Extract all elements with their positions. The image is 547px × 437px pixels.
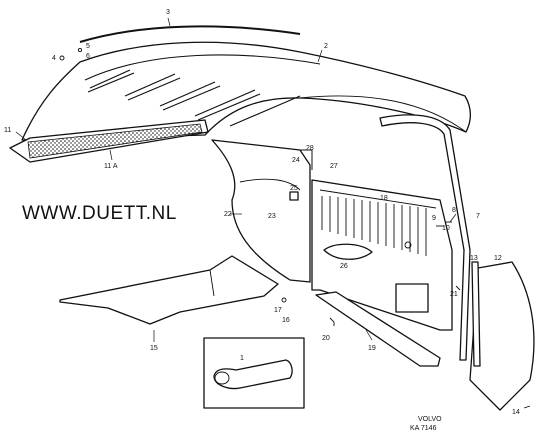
callout-7: 7 xyxy=(476,213,480,220)
leader-11 xyxy=(15,131,27,141)
callout-8: 8 xyxy=(452,207,456,214)
callout-5: 5 xyxy=(86,43,90,50)
door-handle xyxy=(404,241,412,249)
callout-3: 3 xyxy=(166,9,170,16)
callout-20: 20 xyxy=(322,335,330,342)
side-quarter-panel xyxy=(211,139,311,283)
callout-13: 13 xyxy=(470,255,478,262)
callout-11: 11 xyxy=(4,127,11,134)
leader-2 xyxy=(317,49,323,63)
callout-17: 17 xyxy=(274,307,282,314)
callout-14: 14 xyxy=(512,409,520,416)
callout-15: 15 xyxy=(150,345,158,352)
callout-18: 18 xyxy=(380,195,388,202)
door-pocket xyxy=(395,283,429,313)
screw-17 xyxy=(281,297,287,303)
clip-4 xyxy=(59,55,65,61)
clip-21 xyxy=(455,285,461,291)
callout-9: 9 xyxy=(432,215,436,222)
clip-20 xyxy=(329,317,335,326)
maker-label: VOLVO xyxy=(418,416,442,423)
callout-1: 1 xyxy=(240,355,244,362)
screw-5 xyxy=(77,47,83,53)
door-sill-strip xyxy=(315,291,441,367)
leader-11a xyxy=(109,149,113,161)
roof-trim-strip xyxy=(79,25,301,43)
watermark-text: WWW.DUETT.NL xyxy=(22,203,177,224)
door-frame-seal xyxy=(379,114,471,361)
insulation-roll-box xyxy=(203,337,305,409)
callout-28: 28 xyxy=(306,145,314,152)
callout-16: 16 xyxy=(282,317,290,324)
rear-quarter-panel xyxy=(469,261,535,411)
callout-6: 6 xyxy=(86,53,90,60)
callout-4: 4 xyxy=(52,55,56,62)
kick-panel xyxy=(59,255,279,325)
door-trim-panel xyxy=(311,179,453,331)
callout-23: 23 xyxy=(268,213,276,220)
seal-13 xyxy=(471,261,481,367)
leader-3 xyxy=(167,17,171,27)
headliner-roof xyxy=(21,41,472,141)
rear-shelf-panel xyxy=(9,119,209,163)
callout-12: 12 xyxy=(494,255,502,262)
callout-11a: 11 A xyxy=(104,163,118,170)
bracket-25 xyxy=(289,191,299,201)
callout-19: 19 xyxy=(368,345,376,352)
callout-2: 2 xyxy=(324,43,328,50)
callout-22: 22 xyxy=(224,211,232,218)
callout-27: 27 xyxy=(330,163,338,170)
drawing-code-label: KA 7146 xyxy=(410,425,437,432)
callout-10: 10 xyxy=(442,225,450,232)
clip-14 xyxy=(523,405,531,409)
armrest-26 xyxy=(323,243,373,260)
leader-19 xyxy=(365,329,373,341)
leader-7 xyxy=(449,213,457,223)
rear-shelf-insulation-11a xyxy=(27,123,203,159)
callout-24: 24 xyxy=(292,157,300,164)
callout-25: 25 xyxy=(290,185,298,192)
callout-26: 26 xyxy=(340,263,348,270)
callout-21: 21 xyxy=(450,291,458,298)
